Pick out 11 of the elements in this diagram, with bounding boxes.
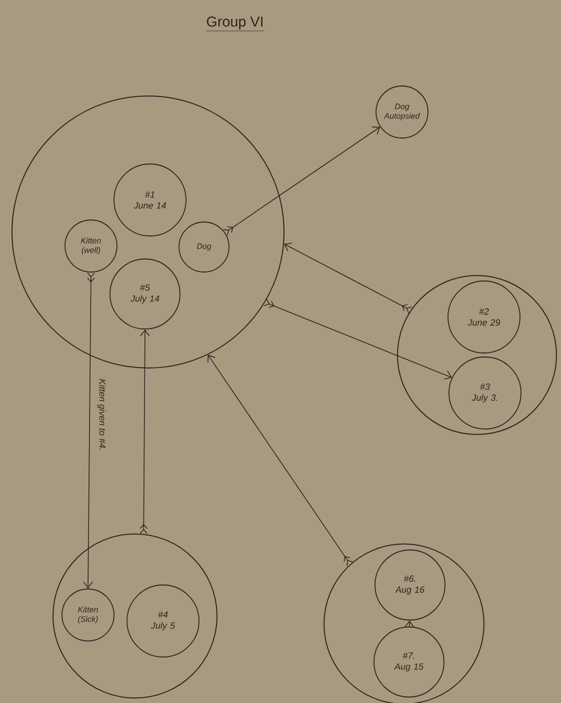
title: Group VI (206, 16, 264, 32)
group-circle (12, 96, 284, 368)
arrow (284, 242, 412, 314)
group-circle (397, 275, 557, 435)
arrow (83, 272, 95, 589)
group-circle (52, 534, 218, 698)
arrow (264, 298, 452, 380)
arrow (207, 354, 354, 566)
arrow (140, 329, 150, 534)
arrow (222, 126, 380, 236)
edge-label: Kitten given to #4. (96, 378, 107, 452)
